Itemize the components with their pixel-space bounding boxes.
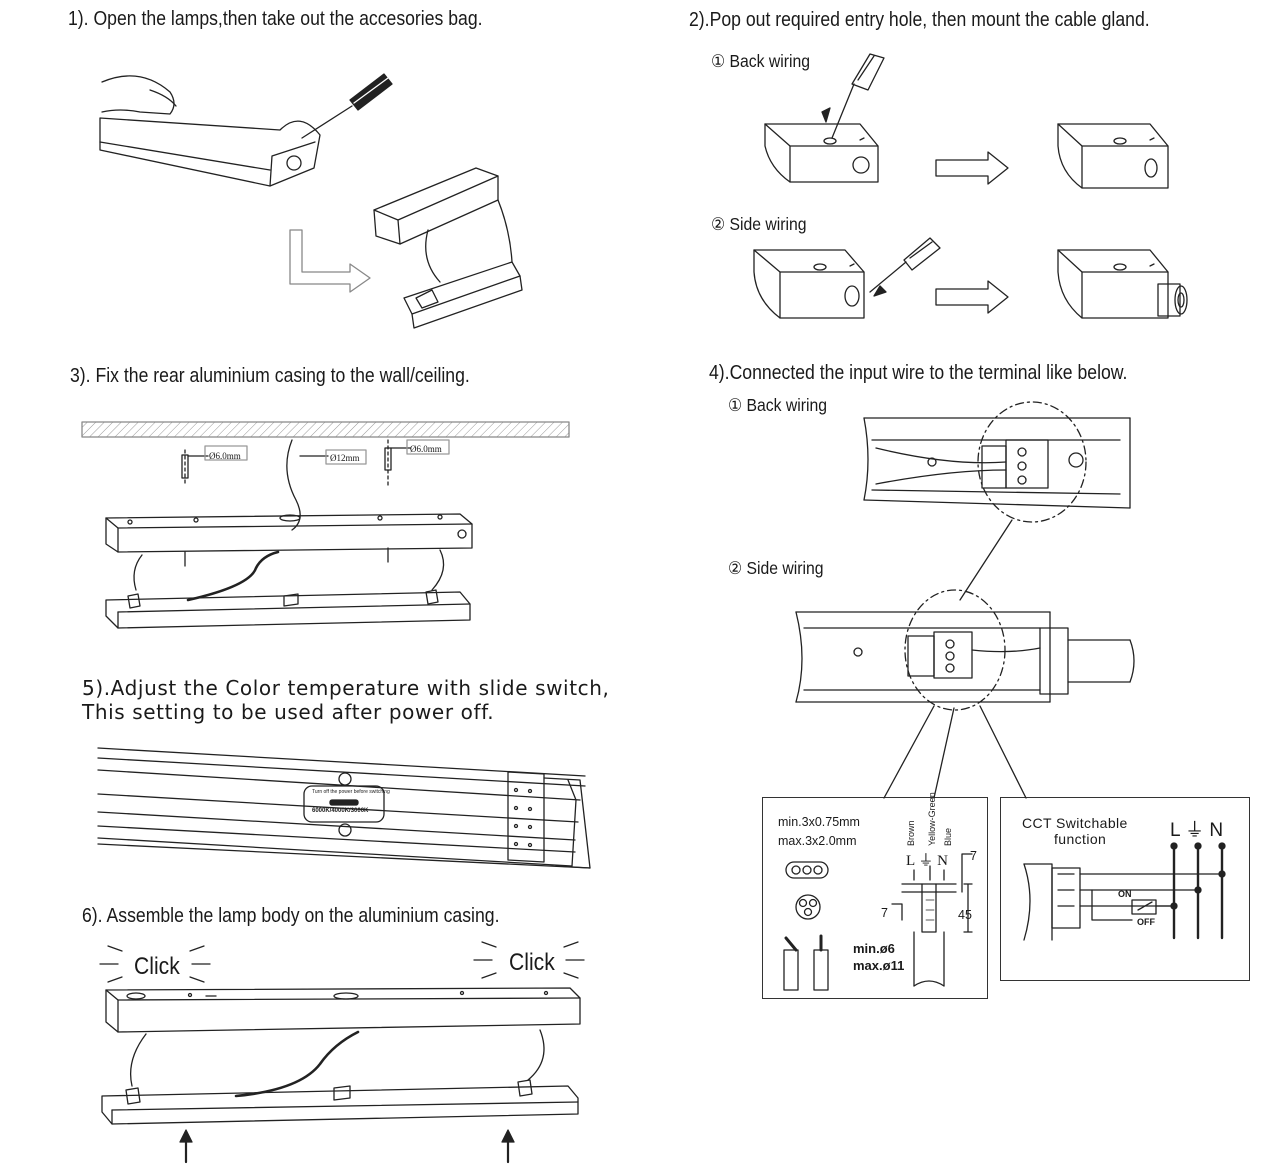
- step5-lamp-closeup: [97, 747, 591, 869]
- step6-rear-casing: [105, 987, 581, 1033]
- step3-lamp-body: [105, 589, 471, 629]
- cct-title-line1: CCT Switchable: [1022, 815, 1128, 831]
- switch-warning-text: Turn off the power before switching: [312, 789, 390, 795]
- ceiling: [81, 421, 570, 438]
- step5-title-line1: 5).Adjust the Color temperature with sli…: [82, 676, 610, 700]
- step2-arrow-icon: [935, 151, 1009, 185]
- step4-side-wiring-detail: [795, 589, 1135, 799]
- cct-switch-box: [1000, 797, 1250, 981]
- click-right-label: Click: [509, 949, 555, 976]
- step4-side-wiring-label: ② Side wiring: [728, 558, 824, 578]
- hole-left-label: Ø6.0mm: [209, 451, 241, 461]
- step2-screwdriver-icon: [821, 53, 885, 139]
- wire-max-size: max.3x2.0mm: [778, 834, 857, 848]
- cct-terminal-labels: L ⏚ N: [1170, 820, 1224, 841]
- step5-title-line2: This setting to be used after power off.: [82, 700, 495, 724]
- hole-right-label: Ø6.0mm: [410, 444, 442, 454]
- wire-dim-7-right: 7: [970, 849, 977, 863]
- hole-mid-label: Ø12mm: [330, 453, 360, 463]
- step6-lamp-body: [101, 1029, 579, 1125]
- step4-back-wiring-detail: [863, 401, 1131, 523]
- step2-back-lamp-after: [1057, 123, 1169, 189]
- step3-fixings: [181, 439, 450, 531]
- step2-side-lamp-after: [1057, 249, 1188, 319]
- step2-side-wiring-label: ② Side wiring: [711, 214, 807, 234]
- wire-terminal-labels: L ⏚ N: [906, 853, 948, 869]
- step4-connector-line: [959, 519, 1013, 601]
- step2-back-wiring-label: ① Back wiring: [711, 51, 811, 71]
- step1-title: 1). Open the lamps,then take out the acc…: [68, 7, 483, 30]
- cct-off-label: OFF: [1137, 917, 1155, 927]
- wire-min-diameter: min.ø6: [853, 941, 895, 956]
- step3-title: 3). Fix the rear aluminium casing to the…: [70, 364, 470, 387]
- step1-screwdriver-icon: [301, 73, 393, 139]
- cct-schematic: [1023, 842, 1226, 941]
- step2-title: 2).Pop out required entry hole, then mou…: [689, 8, 1150, 31]
- push-up-arrow-right: [501, 1129, 515, 1164]
- step6-click-marks: [99, 941, 585, 983]
- step2-side-arrow-icon: [935, 280, 1009, 314]
- step2-side-lamp-before: [753, 249, 865, 319]
- push-up-arrow-left: [179, 1129, 193, 1164]
- step2-side-screwdriver-icon: [869, 237, 941, 297]
- switch-cct-values: 6000K/4000K/3000K: [312, 808, 369, 814]
- wire-dim-7-left: 7: [881, 906, 888, 920]
- cct-on-label: ON: [1118, 889, 1132, 899]
- step1-return-arrow: [289, 229, 371, 293]
- step2-back-lamp-before: [764, 123, 879, 183]
- step1-open-lamp: [373, 167, 523, 329]
- step4-back-wiring-label: ① Back wiring: [728, 395, 828, 415]
- step4-title: 4).Connected the input wire to the termi…: [709, 361, 1128, 384]
- step6-title: 6). Assemble the lamp body on the alumin…: [82, 904, 500, 927]
- step1-lamp-body: [99, 75, 321, 187]
- click-left-label: Click: [134, 953, 180, 980]
- wire-max-diameter: max.ø11: [853, 958, 905, 973]
- wire-spec-drawings: [783, 853, 973, 991]
- step3-rear-casing: [105, 513, 473, 602]
- wire-min-size: min.3x0.75mm: [778, 815, 860, 829]
- cct-title-line2: function: [1054, 831, 1107, 847]
